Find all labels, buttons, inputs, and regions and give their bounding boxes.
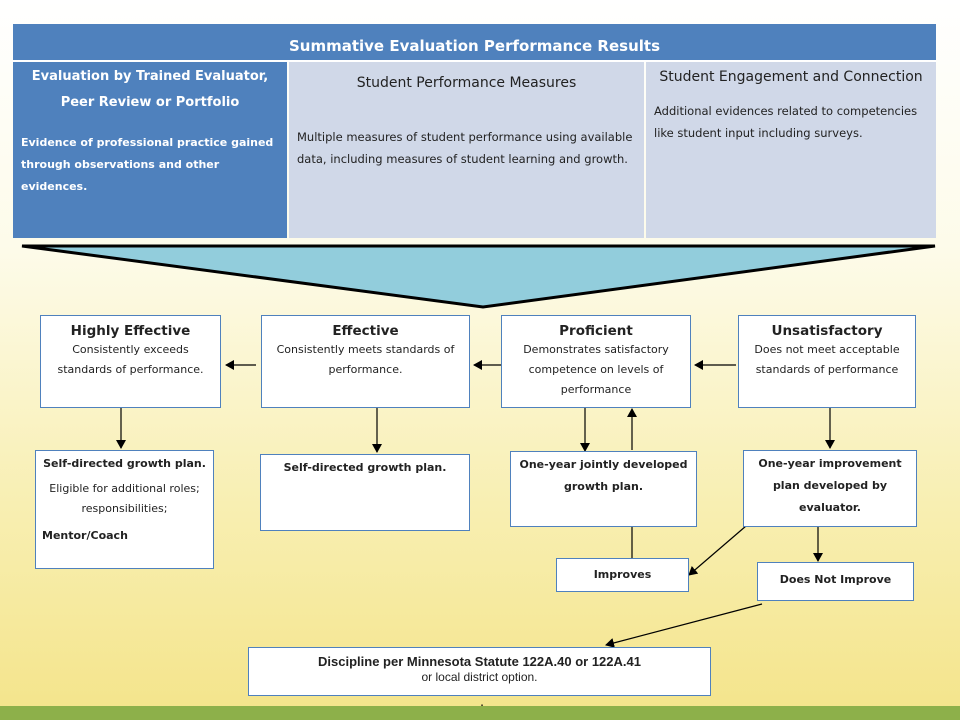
level-effective: Effective Consistently meets standards o… bbox=[261, 315, 470, 408]
level-highly-effective-title: Highly Effective bbox=[70, 323, 191, 339]
column-student-performance-title: Student Performance Measures bbox=[356, 75, 577, 91]
plan-effective-title: Self-directed growth plan. bbox=[283, 461, 447, 474]
arrow-plan-to-improves bbox=[688, 525, 747, 576]
column-evaluator-body: Evidence of professional practice gained… bbox=[21, 136, 274, 193]
discipline-subtitle: or local district option. bbox=[421, 670, 538, 684]
column-student-engagement-title: Student Engagement and Connection bbox=[659, 69, 923, 85]
column-student-engagement: Student Engagement and Connection Additi… bbox=[646, 62, 936, 238]
plan-unsatisfactory-title: One-year improvement plan developed by e… bbox=[758, 457, 902, 514]
outcome-does-not-improve-label: Does Not Improve bbox=[779, 573, 892, 586]
outcome-improves-label: Improves bbox=[593, 568, 652, 581]
column-evaluator: Evaluation by Trained Evaluator, Peer Re… bbox=[13, 62, 287, 238]
level-proficient-desc: Demonstrates satisfactory competence on … bbox=[523, 343, 669, 396]
funnel-shape bbox=[21, 244, 936, 309]
level-proficient-title: Proficient bbox=[559, 323, 633, 339]
level-effective-title: Effective bbox=[332, 323, 399, 339]
plan-highly-effective-role: Mentor/Coach bbox=[42, 529, 128, 542]
plan-unsatisfactory: One-year improvement plan developed by e… bbox=[743, 450, 917, 527]
outcome-improves: Improves bbox=[556, 558, 689, 592]
level-effective-desc: Consistently meets standards of performa… bbox=[276, 343, 455, 376]
level-unsatisfactory: Unsatisfactory Does not meet acceptable … bbox=[738, 315, 916, 408]
column-student-performance: Student Performance Measures Multiple me… bbox=[289, 62, 644, 238]
discipline-title: Discipline per Minnesota Statute 122A.40… bbox=[318, 654, 641, 669]
plan-highly-effective: Self-directed growth plan. Eligible for … bbox=[35, 450, 214, 569]
level-unsatisfactory-desc: Does not meet acceptable standards of pe… bbox=[754, 343, 900, 376]
outcome-does-not-improve: Does Not Improve bbox=[757, 562, 914, 601]
column-evaluator-title: Evaluation by Trained Evaluator, Peer Re… bbox=[31, 69, 269, 110]
plan-highly-effective-extra: Eligible for additional roles; responsib… bbox=[49, 482, 200, 515]
bottom-accent-bar bbox=[0, 706, 960, 720]
arrow-not-improve-to-discipline bbox=[605, 603, 763, 648]
plan-proficient: One-year jointly developed growth plan. bbox=[510, 451, 697, 527]
table-title: Summative Evaluation Performance Results bbox=[13, 24, 936, 62]
plan-effective: Self-directed growth plan. bbox=[260, 454, 470, 531]
level-unsatisfactory-title: Unsatisfactory bbox=[771, 323, 883, 339]
column-student-engagement-body: Additional evidences related to competen… bbox=[654, 104, 918, 140]
level-proficient: Proficient Demonstrates satisfactory com… bbox=[501, 315, 691, 408]
level-highly-effective: Highly Effective Consistently exceeds st… bbox=[40, 315, 221, 408]
level-highly-effective-desc: Consistently exceeds standards of perfor… bbox=[57, 343, 204, 376]
discipline-box: Discipline per Minnesota Statute 122A.40… bbox=[248, 647, 711, 696]
discipline-trailing-dot: . bbox=[480, 695, 484, 709]
plan-highly-effective-title: Self-directed growth plan. bbox=[43, 457, 206, 470]
summative-results-table: Summative Evaluation Performance Results… bbox=[13, 24, 936, 238]
plan-proficient-title: One-year jointly developed growth plan. bbox=[519, 458, 688, 493]
column-student-performance-body: Multiple measures of student performance… bbox=[297, 130, 633, 166]
